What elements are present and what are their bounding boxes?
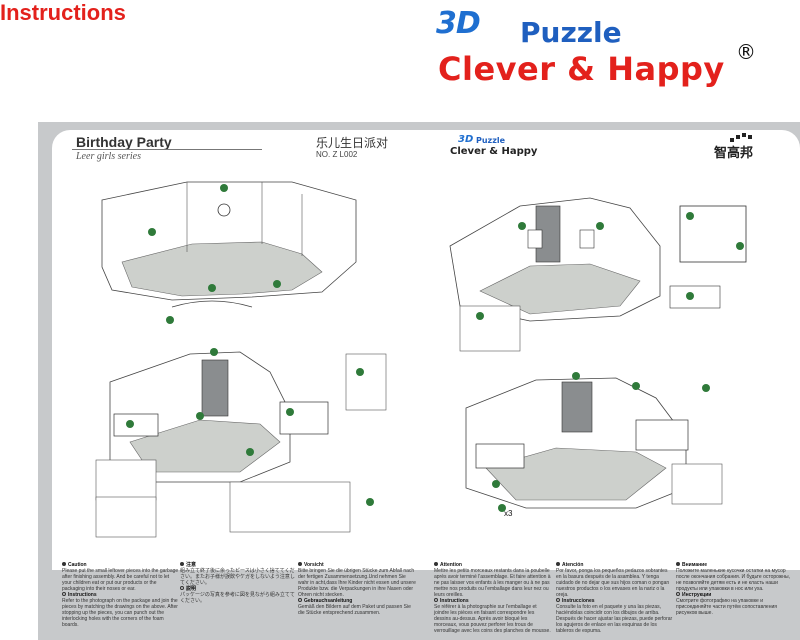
bullet-icon (180, 562, 184, 566)
page-title: Instructions (0, 0, 126, 25)
brand-dots-icon (730, 133, 752, 142)
small-logo-tagline: Clever & Happy (450, 146, 538, 157)
circle-bullet-icon (298, 598, 302, 602)
logo-puzzle-text: Puzzle (520, 16, 622, 49)
instructions-heading-es: Instrucciones (562, 598, 595, 604)
brand-cn-logo: 智高邦 (714, 132, 764, 161)
instructions-body-ru: Смотрите фотографию на упаковке и присое… (676, 598, 777, 616)
brand-cn-text: 智高邦 (714, 146, 754, 161)
caution-body-ru: Положите маленькие кусочки остатки на му… (676, 568, 790, 592)
step4-multiplier: x3 (504, 509, 513, 518)
instruction-col-en: Caution Please put the small leftover pi… (62, 562, 180, 628)
instructions-heading-ru: Инструкции (682, 592, 712, 598)
circle-bullet-icon (62, 592, 66, 596)
instruction-col-fr: Attention Mettre les petits morceaux res… (434, 562, 552, 634)
step1-callouts (148, 184, 281, 324)
model-title: Birthday Party (76, 134, 172, 150)
instructions-heading-jp: 説明 (186, 586, 197, 592)
caution-body-de: Bitte bringen Sie die übrigen Stücke zum… (298, 568, 416, 598)
instructions-body-es: Consulte la foto en el paquete y una las… (556, 604, 673, 634)
registered-mark: ® (736, 40, 756, 64)
assembly-diagram-room (101, 181, 357, 324)
title-divider (72, 149, 262, 150)
caution-heading-jp: 注意 (186, 562, 197, 568)
instructions-body-de: Gemäß den Bildern auf dem Paket und pass… (298, 604, 411, 616)
instruction-col-de: Vorsicht Bitte bringen Sie die übrigen S… (298, 562, 416, 616)
circle-bullet-icon (434, 598, 438, 602)
model-subtitle: Leer girls series (76, 151, 141, 162)
bullet-icon (298, 562, 302, 566)
instructions-heading-de: Gebrauchsanleitung (304, 598, 353, 604)
bullet-icon (676, 562, 680, 566)
instruction-col-ru: Внимание Положите маленькие кусочки оста… (676, 562, 794, 616)
small-brand-logo: 3D Puzzle Clever & Happy (448, 134, 568, 164)
instructions-body-fr: Se référer à la photographie sur l'embal… (434, 604, 551, 634)
caution-heading-ru: Внимание (682, 562, 707, 568)
small-logo-puzzle: Puzzle (476, 136, 506, 145)
assembly-diagram-finished: x3 (465, 372, 723, 518)
caution-heading-de: Vorsicht (304, 562, 324, 568)
caution-body-jp: 組み立て終了後に余ったピースは小さく捨ててください。またお子様が誤飲やケガをしな… (180, 568, 295, 586)
instructions-text-band: Caution Please put the small leftover pi… (52, 562, 796, 640)
step2-callouts (476, 212, 744, 320)
small-logo-3d: 3D (458, 134, 474, 145)
step3-callouts (126, 348, 374, 506)
bullet-icon (556, 562, 560, 566)
brand-logo: 3D Puzzle Clever & Happy ® (432, 4, 762, 90)
logo-3d-mark: 3D (436, 6, 481, 41)
instruction-col-es: Atención Por favor, ponga los pequeños p… (556, 562, 674, 634)
chinese-title: 乐儿生日派对 (316, 136, 389, 150)
circle-bullet-icon (676, 592, 680, 596)
caution-heading-es: Atención (562, 562, 584, 568)
caution-body-en: Please put the small leftover pieces int… (62, 568, 179, 592)
circle-bullet-icon (556, 598, 560, 602)
assembly-diagram-cabinets (449, 197, 747, 352)
instructions-heading-fr: Instructions (440, 598, 469, 604)
bullet-icon (62, 562, 66, 566)
caution-body-fr: Mettre les petits morceaux restants dans… (434, 568, 551, 598)
caution-body-es: Por favor, ponga los pequeños pedazos so… (556, 568, 670, 598)
instructions-body-jp: パッケージの写真を参考に図を見ながら組み立ててください。 (180, 592, 295, 604)
circle-bullet-icon (180, 586, 184, 590)
bullet-icon (434, 562, 438, 566)
model-number: NO. Z L002 (316, 150, 358, 159)
caution-heading-fr: Attention (440, 562, 462, 568)
instructions-body-en: Refer to the photograph on the package a… (62, 598, 178, 628)
logo-tagline: Clever & Happy (438, 50, 725, 88)
instruction-col-jp: 注意 組み立て終了後に余ったピースは小さく捨ててください。またお子様が誤飲やケガ… (180, 562, 298, 604)
instructions-heading-en: Instructions (68, 592, 97, 598)
assembly-diagram-sofa (95, 348, 387, 538)
caution-heading-en: Caution (68, 562, 87, 568)
step4-callouts (492, 372, 710, 512)
